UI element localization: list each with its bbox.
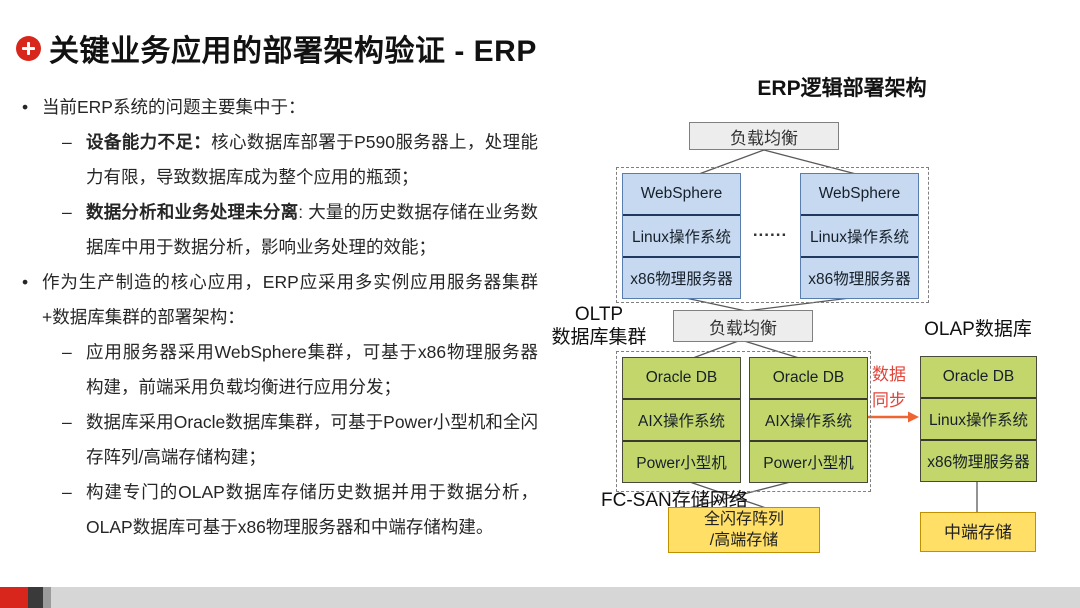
load-balancer-top: 负载均衡 — [689, 122, 839, 150]
midrange-storage-box: 中端存储 — [920, 512, 1036, 552]
oltp-cluster-label: OLTP 数据库集群 — [551, 304, 647, 348]
footer-red-accent — [0, 587, 28, 608]
title-row: 关键业务应用的部署架构验证 - ERP — [16, 26, 537, 70]
layer-linux-os: Linux操作系统 — [623, 216, 740, 258]
websphere-stack-1: WebSphere Linux操作系统 x86物理服务器 — [622, 173, 741, 299]
layer-aix-os: AIX操作系统 — [623, 400, 740, 442]
list-item: •作为生产制造的核心应用，ERP应采用多实例应用服务器集群+数据库集群的部署架构… — [22, 265, 538, 335]
footer-bar — [0, 587, 1080, 608]
list-item: –构建专门的OLAP数据库存储历史数据并用于数据分析，OLAP数据库可基于x86… — [62, 475, 538, 545]
page-title: 关键业务应用的部署架构验证 - ERP — [49, 35, 537, 68]
websphere-stack-2: WebSphere Linux操作系统 x86物理服务器 — [800, 173, 919, 299]
list-item: –应用服务器采用WebSphere集群，可基于x86物理服务器构建，前端采用负载… — [62, 335, 538, 405]
db-cluster-boundary — [616, 351, 871, 492]
layer-linux-os: Linux操作系统 — [921, 399, 1036, 441]
flash-highend-storage-box: 全闪存阵列 /高端存储 — [668, 507, 820, 553]
layer-websphere: WebSphere — [801, 174, 918, 216]
footer-dark-accent — [28, 587, 43, 608]
data-sync-arrow — [867, 411, 919, 423]
olap-db-label: OLAP数据库 — [924, 319, 1032, 340]
layer-x86-server: x86物理服务器 — [808, 271, 911, 288]
list-item: –设备能力不足：核心数据库部署于P590服务器上，处理能力有限，导致数据库成为整… — [62, 125, 538, 195]
layer-power-server: Power小型机 — [763, 455, 854, 472]
layer-x86-server: x86物理服务器 — [630, 271, 733, 288]
oracle-stack-2: Oracle DB AIX操作系统 Power小型机 — [749, 357, 868, 483]
bullet-list: •当前ERP系统的问题主要集中于： –设备能力不足：核心数据库部署于P590服务… — [22, 90, 538, 545]
layer-linux-os: Linux操作系统 — [801, 216, 918, 258]
layer-oracle-db: Oracle DB — [921, 357, 1036, 399]
footer-gray-accent — [43, 587, 51, 608]
dash-marker: – — [62, 412, 72, 432]
oracle-stack-1: Oracle DB AIX操作系统 Power小型机 — [622, 357, 741, 483]
list-item: •当前ERP系统的问题主要集中于： — [22, 90, 538, 125]
fcsan-network-label: FC-SAN存储网络 — [601, 490, 748, 511]
load-balancer-mid: 负载均衡 — [673, 310, 813, 342]
data-sync-label: 数据 同步 — [872, 365, 906, 410]
layer-x86-server: x86物理服务器 — [927, 454, 1030, 471]
bullet-marker: • — [22, 97, 29, 117]
bullet-marker: • — [22, 272, 29, 292]
app-cluster-boundary — [616, 167, 929, 303]
olap-stack: Oracle DB Linux操作系统 x86物理服务器 — [920, 356, 1037, 482]
layer-aix-os: AIX操作系统 — [750, 400, 867, 442]
layer-oracle-db: Oracle DB — [750, 358, 867, 400]
layer-oracle-db: Oracle DB — [623, 358, 740, 400]
layer-websphere: WebSphere — [623, 174, 740, 216]
ellipsis-more-nodes: ...... — [752, 221, 788, 240]
dash-marker: – — [62, 482, 72, 502]
plus-icon — [16, 35, 41, 61]
list-item: –数据库采用Oracle数据库集群，可基于Power小型机和全闪存阵列/高端存储… — [62, 405, 538, 475]
layer-power-server: Power小型机 — [636, 455, 727, 472]
dash-marker: – — [62, 132, 72, 152]
diagram-title: ERP逻辑部署架构 — [757, 77, 927, 100]
list-item: –数据分析和业务处理未分离: 大量的历史数据存储在业务数据库中用于数据分析，影响… — [62, 195, 538, 265]
dash-marker: – — [62, 342, 72, 362]
dash-marker: – — [62, 202, 72, 222]
